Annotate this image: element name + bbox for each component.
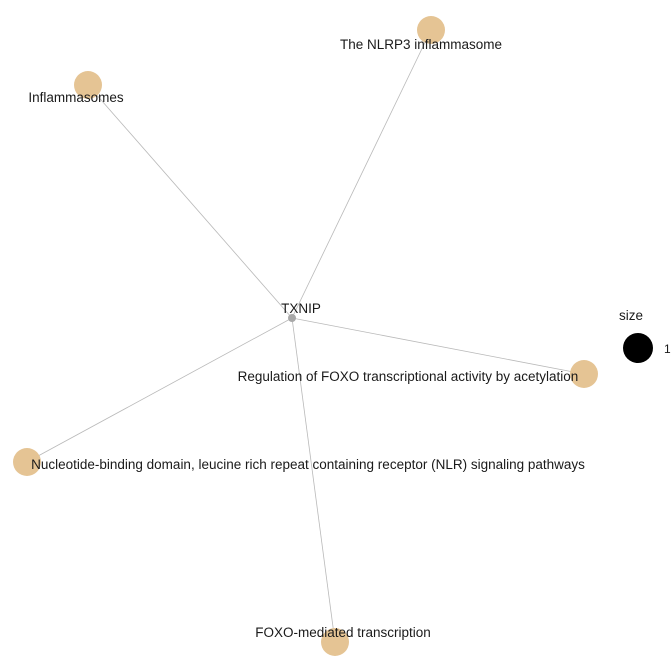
category-label-inflammasomes: Inflammasomes — [28, 90, 124, 105]
legend-title: size — [619, 308, 643, 323]
category-node-foxo-transcription[interactable] — [321, 628, 349, 656]
category-node-nlrp3[interactable] — [417, 16, 445, 44]
edge-txnip-foxo-transcription — [291, 317, 336, 643]
edge-txnip-nlrp3 — [291, 29, 432, 319]
category-node-inflammasomes[interactable] — [74, 71, 102, 99]
legend-size-key-label: 1 — [664, 342, 671, 356]
edge-txnip-foxo-acetylation — [291, 317, 585, 375]
edge-txnip-nlr-signaling — [26, 317, 293, 463]
edges — [26, 29, 585, 643]
gene-label-txnip: TXNIP — [281, 301, 321, 316]
hub-node-group — [288, 314, 296, 322]
category-nodes — [13, 16, 598, 656]
legend-size-key — [623, 333, 653, 363]
category-label-nlr-signaling: Nucleotide-binding domain, leucine rich … — [31, 457, 585, 472]
category-label-foxo-transcription: FOXO-mediated transcription — [255, 625, 431, 640]
edge-txnip-inflammasomes — [87, 84, 293, 319]
category-label-nlrp3: The NLRP3 inflammasome — [340, 37, 502, 52]
gene-node-txnip[interactable] — [288, 314, 296, 322]
category-label-foxo-acetylation: Regulation of FOXO transcriptional activ… — [238, 369, 579, 384]
category-node-nlr-signaling[interactable] — [13, 448, 41, 476]
size-legend: size 1 — [619, 308, 671, 363]
node-labels: The NLRP3 inflammasome Inflammasomes Reg… — [28, 37, 585, 640]
category-node-foxo-acetylation[interactable] — [570, 360, 598, 388]
